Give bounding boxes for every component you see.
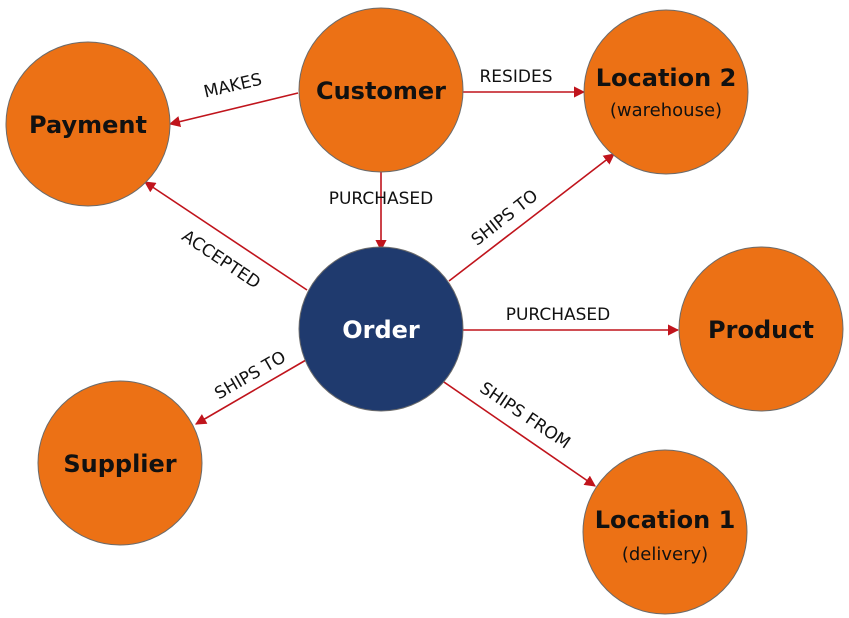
node-payment-label: Payment bbox=[29, 111, 147, 139]
edge-ships-to-supplier bbox=[195, 359, 307, 425]
edge-ships-from bbox=[440, 379, 596, 487]
edge-label-resides: RESIDES bbox=[480, 67, 553, 87]
edge-accepted bbox=[144, 181, 308, 291]
edge-label-purchased-customer: PURCHASED bbox=[329, 189, 434, 209]
node-location1: Location 1 (delivery) bbox=[582, 449, 748, 615]
edge-label-purchased-product: PURCHASED bbox=[506, 305, 611, 325]
node-location2: Location 2 (warehouse) bbox=[583, 9, 749, 175]
node-supplier: Supplier bbox=[37, 380, 203, 546]
edge-ships-to-location2 bbox=[448, 153, 615, 282]
edge-makes bbox=[168, 92, 299, 128]
node-supplier-label: Supplier bbox=[63, 450, 176, 478]
edges bbox=[144, 86, 680, 487]
node-product: Product bbox=[678, 246, 844, 412]
edge-label-accepted: ACCEPTED bbox=[178, 226, 264, 293]
node-product-label: Product bbox=[708, 316, 814, 344]
node-customer-label: Customer bbox=[316, 77, 446, 105]
node-location1-label: Location 1 bbox=[595, 506, 736, 534]
edge-label-makes: MAKES bbox=[202, 70, 264, 103]
edge-label-ships-from: SHIPS FROM bbox=[476, 378, 574, 453]
node-payment: Payment bbox=[5, 41, 171, 207]
node-customer: Customer bbox=[298, 7, 464, 173]
node-order: Order bbox=[298, 246, 464, 412]
node-location1-sublabel: (delivery) bbox=[622, 544, 708, 565]
node-location2-sublabel: (warehouse) bbox=[610, 100, 722, 121]
node-order-label: Order bbox=[342, 316, 420, 344]
node-location2-label: Location 2 bbox=[596, 64, 737, 92]
